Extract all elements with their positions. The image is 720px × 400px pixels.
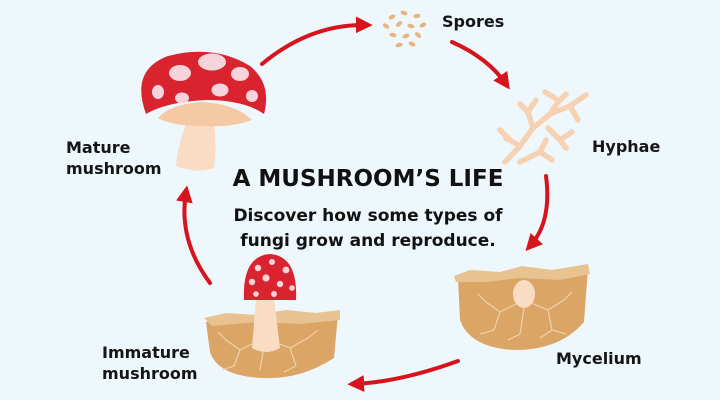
- subtitle-line-2: fungi grow and reproduce.: [240, 231, 496, 251]
- arrow-immature-to-mature: [176, 185, 212, 285]
- immature-mushroom-label: Immature mushroom: [102, 342, 198, 384]
- immature-mushroom-illustration: [204, 254, 340, 379]
- mature-label-line-1: Mature: [66, 138, 131, 157]
- mycelium-label: Mycelium: [556, 349, 642, 368]
- arrow-mature-to-spores: [260, 16, 373, 66]
- spores-label: Spores: [442, 12, 505, 31]
- arrow-spores-to-hyphae: [450, 40, 510, 90]
- spores-illustration: [382, 10, 427, 48]
- arrow-mycelium-to-immature: [347, 359, 460, 392]
- diagram-subtitle: Discover how some types of fungi grow an…: [196, 204, 540, 254]
- mature-label-line-2: mushroom: [66, 159, 162, 178]
- immature-label-line-2: mushroom: [102, 364, 198, 383]
- mycelium-illustration: [454, 264, 590, 350]
- subtitle-line-1: Discover how some types of: [233, 206, 503, 226]
- arrow-hyphae-to-mycelium: [525, 174, 550, 251]
- hyphae-illustration: [497, 89, 589, 165]
- mature-mushroom-label: Mature mushroom: [66, 137, 162, 179]
- mature-mushroom-illustration: [141, 51, 267, 171]
- diagram-title: A MUSHROOM’S LIFE: [232, 166, 504, 192]
- immature-label-line-1: Immature: [102, 343, 190, 362]
- cycle-arrows: [176, 16, 550, 392]
- hyphae-label: Hyphae: [592, 137, 661, 156]
